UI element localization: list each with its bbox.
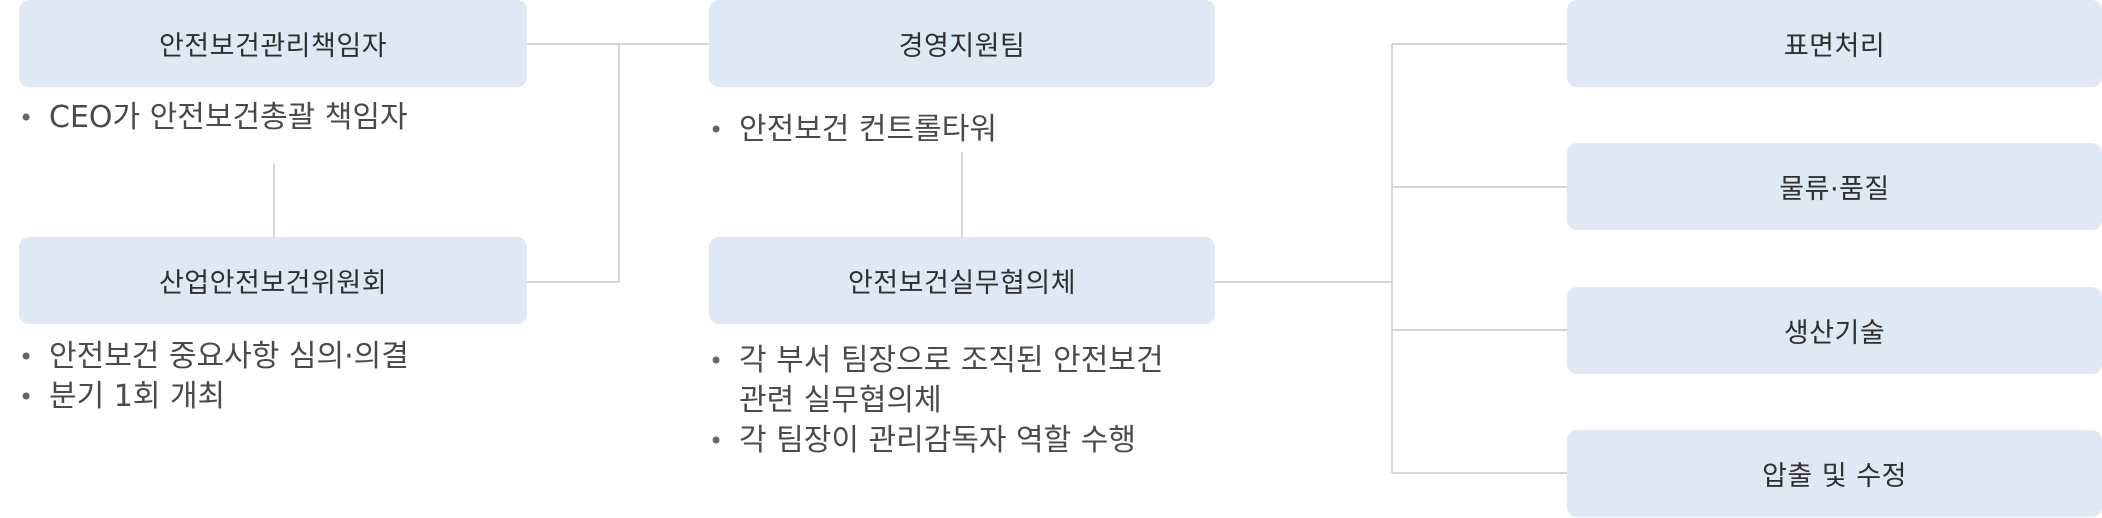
list-item: 안전보건 중요사항 심의·의결 [19, 337, 539, 377]
list-item: 안전보건 컨트롤타워 [709, 110, 1229, 150]
safety-working-council-box: 안전보건실무협의체 [709, 237, 1215, 324]
safety-health-manager-label: 안전보건관리책임자 [158, 31, 388, 62]
industrial-safety-committee-box: 산업안전보건위원회 [19, 237, 527, 324]
safety-working-council-bullets: 각 부서 팀장으로 조직된 안전보건 관련 실무협의체 각 팀장이 관리감독자 … [709, 341, 1229, 461]
dept-logistics-quality-box: 물류·품질 [1567, 143, 2102, 230]
safety-working-council-label: 안전보건실무협의체 [847, 268, 1077, 299]
dept-extrusion-correction-box: 압출 및 수정 [1567, 430, 2102, 517]
industrial-safety-committee-label: 산업안전보건위원회 [158, 268, 388, 299]
dept-production-technology-label: 생산기술 [1783, 318, 1886, 349]
list-item: CEO가 안전보건총괄 책임자 [19, 98, 539, 138]
management-support-team-bullets: 안전보건 컨트롤타워 [709, 110, 1229, 150]
dept-logistics-quality-label: 물류·품질 [1779, 174, 1890, 205]
dept-surface-treatment-box: 표면처리 [1567, 0, 2102, 87]
list-item: 각 팀장이 관리감독자 역할 수행 [709, 421, 1229, 461]
safety-health-manager-box: 안전보건관리책임자 [19, 0, 527, 87]
dept-production-technology-box: 생산기술 [1567, 287, 2102, 374]
dept-surface-treatment-label: 표면처리 [1783, 31, 1886, 62]
management-support-team-label: 경영지원팀 [898, 31, 1026, 62]
management-support-team-box: 경영지원팀 [709, 0, 1215, 87]
dept-extrusion-correction-label: 압출 및 수정 [1762, 461, 1907, 492]
safety-health-manager-bullets: CEO가 안전보건총괄 책임자 [19, 98, 539, 138]
industrial-safety-committee-bullets: 안전보건 중요사항 심의·의결 분기 1회 개최 [19, 337, 539, 417]
list-item: 분기 1회 개최 [19, 377, 539, 417]
list-item: 각 부서 팀장으로 조직된 안전보건 관련 실무협의체 [709, 341, 1229, 421]
